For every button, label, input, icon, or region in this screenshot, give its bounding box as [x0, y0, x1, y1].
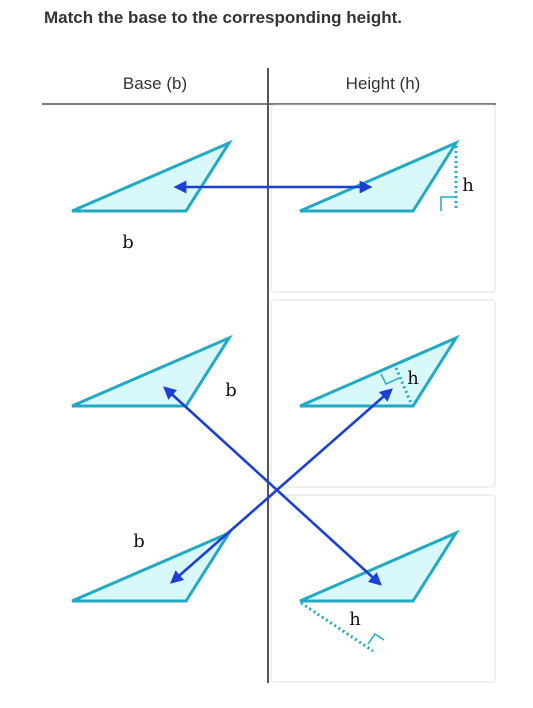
height-column-header: Height (h) — [346, 74, 421, 93]
base-column-header: Base (b) — [123, 74, 187, 93]
height-label-2: h — [407, 368, 419, 389]
base-triangle-1 — [71, 139, 233, 213]
base-triangle-3 — [71, 529, 233, 603]
match-arrow-3 — [170, 388, 393, 584]
base-label-1: b — [122, 232, 134, 253]
height-triangle-1 — [299, 139, 460, 213]
right-angle-mark-1 — [440, 196, 456, 211]
base-item-1[interactable]: b — [71, 139, 233, 253]
question-prompt: Match the base to the corresponding heig… — [44, 8, 402, 27]
height-item-1[interactable]: h — [299, 139, 474, 213]
height-line-2 — [394, 367, 413, 404]
base-item-3[interactable]: b — [71, 529, 233, 603]
base-label-2: b — [225, 380, 237, 401]
right-angle-mark-2 — [380, 373, 400, 385]
height-label-1: h — [462, 175, 474, 196]
right-angle-mark-3 — [367, 632, 385, 645]
base-triangle-2 — [71, 334, 233, 408]
height-label-3: h — [349, 609, 361, 630]
base-label-3: b — [133, 531, 145, 552]
base-item-2[interactable]: b — [71, 334, 237, 408]
